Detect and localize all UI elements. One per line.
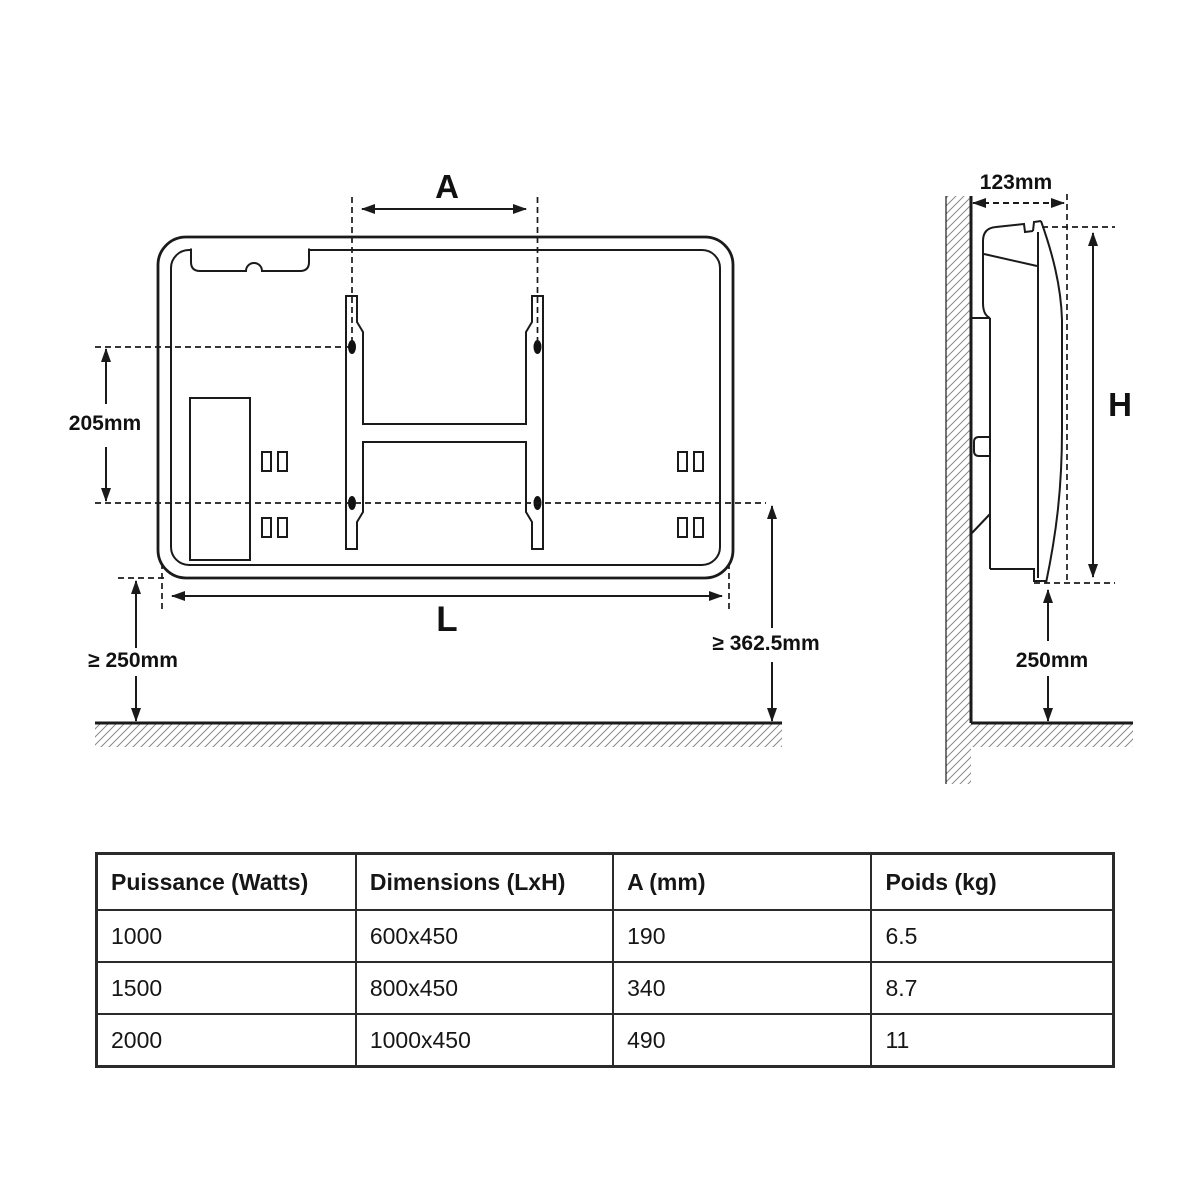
dim-label-min-250mm: ≥ 250mm [88,649,178,672]
spec-table-header-row: Puissance (Watts) Dimensions (LxH) A (mm… [95,852,1115,911]
top-grille [982,222,1034,319]
cell-dimensions: 1000x450 [354,1013,615,1068]
cell-dimensions: 600x450 [354,909,615,963]
heater-side-profile [970,220,1063,584]
bracket-lower-hook [970,513,991,535]
front-panel-top [1032,220,1042,232]
dim-label-123mm: 123mm [980,171,1052,194]
bracket-hook [973,436,990,457]
technical-diagram: A L 205mm ≥ 250mm ≥ 362.5mm 123mm H 250m… [69,168,1133,784]
dim-label-A: A [435,168,459,205]
bottom-edge [990,568,1046,582]
col-header-a: A (mm) [612,852,873,911]
cell-puissance: 1500 [95,961,357,1015]
heater-outer-body [156,235,735,580]
spec-table-section: Puissance (Watts) Dimensions (LxH) A (mm… [95,852,1115,1068]
dim-label-L: L [436,600,457,639]
junction-box [189,397,251,561]
floor-hatch-left [95,723,782,747]
cell-a: 490 [612,1013,873,1068]
dim-label-min-362mm: ≥ 362.5mm [712,632,819,655]
dimension-arrows [101,198,1098,722]
cell-puissance: 2000 [95,1013,357,1068]
table-row: 1500 800x450 340 8.7 [95,961,1115,1015]
mounting-bracket [345,295,544,550]
cell-dimensions: 800x450 [354,961,615,1015]
spec-table: Puissance (Watts) Dimensions (LxH) A (mm… [95,852,1115,1068]
front-view [95,235,782,747]
table-row: 1000 600x450 190 6.5 [95,909,1115,963]
heater-inner-body [170,249,721,566]
grille-bottom-edge [983,253,1038,267]
cell-poids: 11 [870,1013,1115,1068]
cell-a: 190 [612,909,873,963]
cell-poids: 6.5 [870,909,1115,963]
table-row: 2000 1000x450 490 11 [95,1013,1115,1068]
floor-hatch-right [971,723,1133,747]
cell-poids: 8.7 [870,961,1115,1015]
control-recess [190,248,310,272]
wall-hatch [946,196,971,784]
dim-label-H: H [1108,386,1132,423]
cell-puissance: 1000 [95,909,357,963]
side-view [945,196,1133,784]
front-panel-outer-face [1040,220,1063,584]
col-header-dimensions: Dimensions (LxH) [354,852,615,911]
col-header-puissance: Puissance (Watts) [95,852,357,911]
dim-label-205mm: 205mm [69,412,141,435]
cell-a: 340 [612,961,873,1015]
dim-label-250mm: 250mm [1016,649,1088,672]
construction-lines [95,194,1115,612]
fixing-slots [261,451,704,538]
col-header-poids: Poids (kg) [870,852,1115,911]
